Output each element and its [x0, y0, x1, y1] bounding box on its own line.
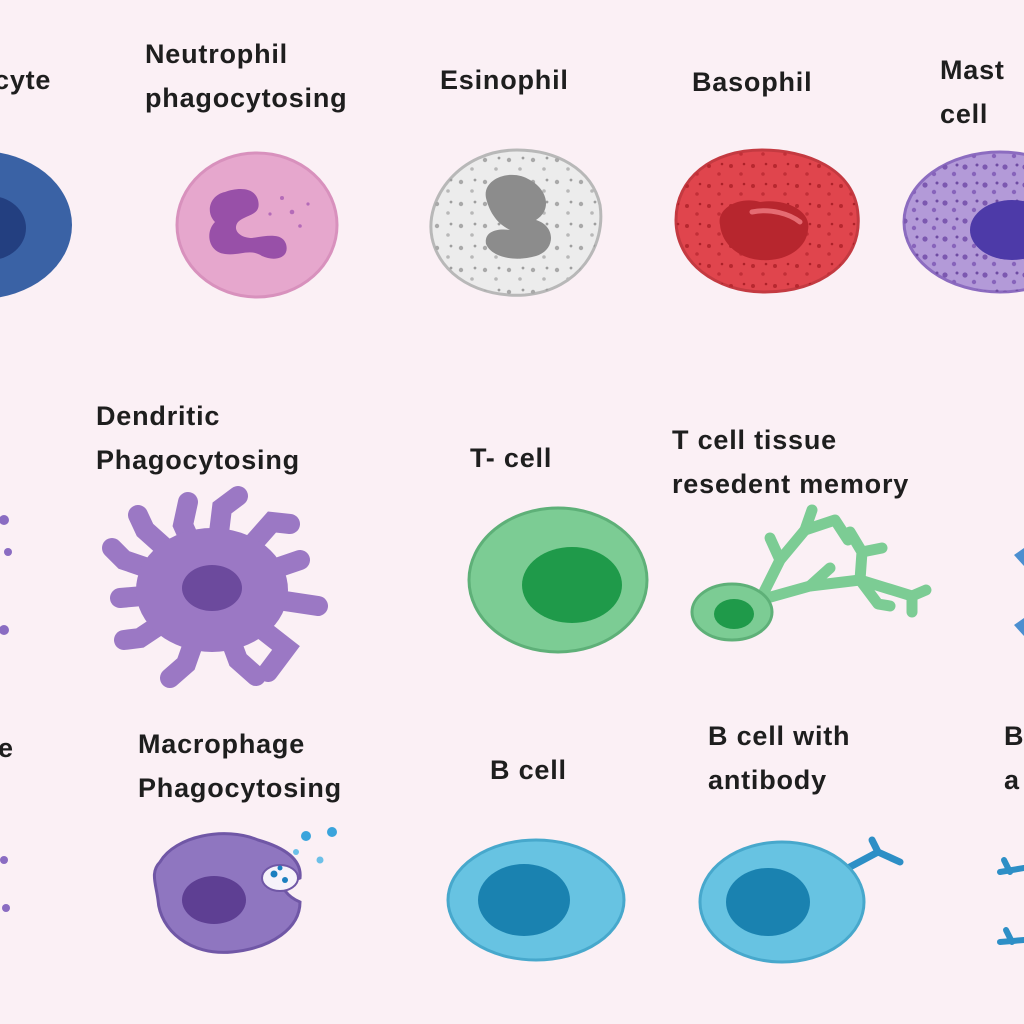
basophil-cell [674, 148, 860, 294]
label-mast-cell-line2: cell [940, 99, 989, 129]
label-dendritic-line2: Phagocytosing [96, 445, 300, 475]
b-cell-with-antibody [698, 836, 904, 964]
label-t-cell-tissue-resident-memory: T cell tissue resedent memory [672, 418, 909, 506]
label-row3-right-line1: B [1004, 721, 1024, 751]
label-monocyte: cyte [0, 58, 51, 102]
label-trm-line1: T cell tissue [672, 425, 837, 455]
label-neutrophil-line1: Neutrophil [145, 39, 288, 69]
label-eosinophil: Esinophil [440, 58, 569, 102]
row2-right-cell-fragment [1014, 548, 1024, 636]
label-t-cell: T- cell [470, 436, 552, 480]
label-monocyte-line1: cyte [0, 65, 52, 95]
dendritic-cell [102, 486, 328, 688]
label-b-cell-ab-line1: B cell with [708, 721, 851, 751]
label-mast-cell-line1: Mast [940, 55, 1005, 85]
label-trm-line2: resedent memory [672, 469, 910, 499]
b-cell [446, 838, 626, 962]
label-eosinophil-line1: Esinophil [440, 65, 569, 95]
label-neutrophil-line2: phagocytosing [145, 83, 348, 113]
label-basophil-line1: Basophil [692, 67, 813, 97]
row2-left-cell-fragment [0, 515, 12, 635]
label-t-cell-line1: T- cell [470, 443, 553, 473]
label-macrophage-line1: Macrophage [138, 729, 306, 759]
label-row3-left: e [0, 726, 14, 770]
label-neutrophil: Neutrophil phagocytosing [145, 32, 347, 120]
label-macrophage-line2: Phagocytosing [138, 773, 342, 803]
label-row3-right: B a [1004, 714, 1024, 802]
row3-right-antibody-fragments [997, 857, 1024, 945]
label-b-cell: B cell [490, 748, 567, 792]
label-mast-cell: Mast cell [940, 48, 1005, 136]
label-dendritic-line1: Dendritic [96, 401, 221, 431]
mast-cell [902, 150, 1024, 294]
row3-left-cell-fragment [0, 856, 10, 912]
label-b-cell-ab-line2: antibody [708, 765, 827, 795]
label-basophil: Basophil [692, 60, 812, 104]
label-b-cell-with-antibody: B cell with antibody [708, 714, 850, 802]
t-cell [467, 506, 649, 654]
label-row3-right-line2: a [1004, 765, 1020, 795]
label-macrophage: Macrophage Phagocytosing [138, 722, 342, 810]
neutrophil-cell [175, 151, 339, 299]
t-cell-tissue-resident-memory-cell [690, 504, 932, 642]
macrophage-cell [152, 827, 337, 954]
monocyte-cell [0, 152, 72, 298]
eosinophil-cell [429, 148, 603, 297]
label-row3-left-line1: e [0, 733, 14, 763]
label-dendritic: Dendritic Phagocytosing [96, 394, 300, 482]
label-b-cell-line1: B cell [490, 755, 567, 785]
